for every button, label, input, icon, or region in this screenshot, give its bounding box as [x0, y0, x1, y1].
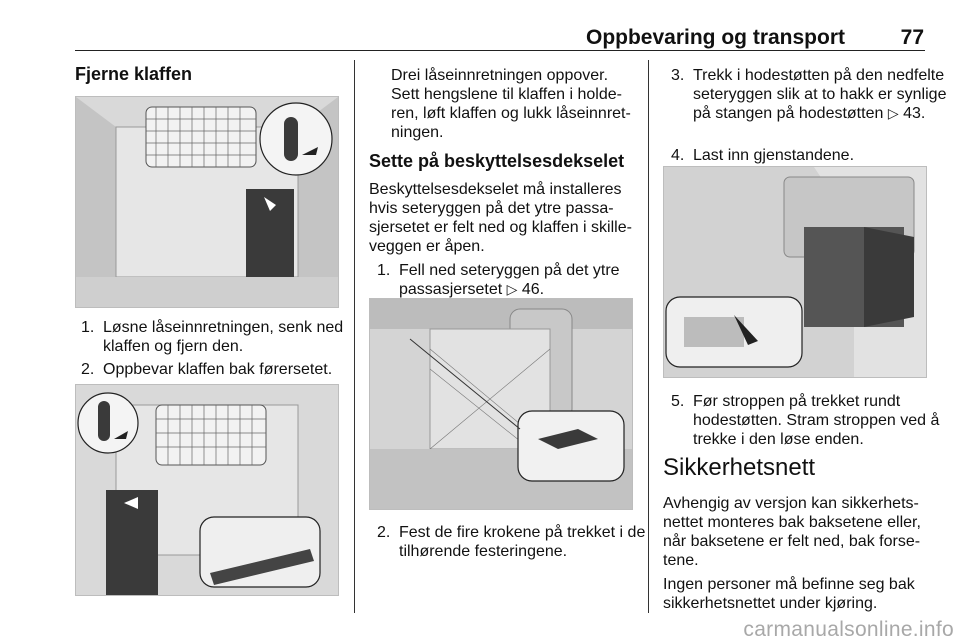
page-ref-arrow-icon: ▷	[887, 105, 899, 121]
figure-seat-cover	[369, 298, 633, 510]
page-ref-arrow-icon: ▷	[506, 281, 518, 297]
figure-load-items	[663, 166, 927, 378]
figure-store-flap	[75, 384, 339, 596]
figure-remove-flap	[75, 96, 339, 308]
intro-paragraph: Drei låseinnretningen oppover. Sett heng…	[391, 67, 631, 141]
list-item: 1. Løsne låseinnretningen, senk ned klaf…	[81, 319, 344, 355]
header-rule	[75, 50, 925, 51]
heading-protective-cover: Sette på beskyttelsesdekselet	[369, 151, 625, 171]
page-header: Oppbevaring og transport 77	[0, 0, 960, 51]
section-title: Oppbevaring og transport	[585, 26, 845, 49]
column-divider-1	[354, 60, 355, 613]
list-item: 3. Trekk i hodestøtten på den nedfelte s…	[671, 67, 947, 122]
page-number: 77	[900, 26, 924, 49]
list-item: 5. Før stroppen på trekket rundt hodestø…	[671, 393, 940, 448]
body-paragraph: Beskyttelsesdekselet må installeres hvis…	[369, 181, 632, 255]
list-item: 4. Last inn gjenstandene.	[671, 147, 855, 164]
watermark: carmanualsonline.info	[743, 618, 954, 641]
body-paragraph: Avhengig av versjon kan sikkerhets­nette…	[663, 495, 921, 569]
list-item: 1. Fell ned seteryggen på det ytre passa…	[377, 262, 620, 298]
heading-remove-flap: Fjerne klaffen	[75, 64, 193, 84]
body-paragraph: Ingen personer må befinne seg bak sikker…	[663, 576, 915, 612]
column-divider-2	[648, 60, 649, 613]
heading-safety-net: Sikkerhetsnett	[663, 454, 816, 481]
list-item: 2. Oppbevar klaffen bak førersetet.	[81, 361, 333, 378]
list-item: 2. Fest de fire krokene på trekket i de …	[377, 524, 646, 560]
